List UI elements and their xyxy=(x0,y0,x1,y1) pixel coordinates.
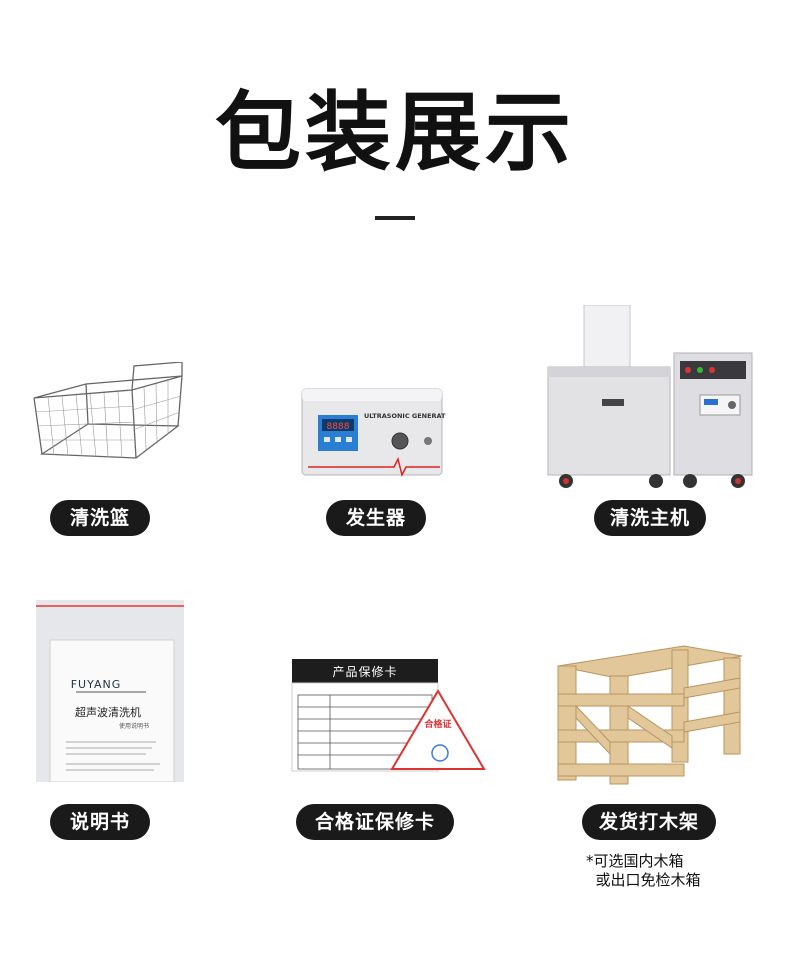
manual-title: 超声波清洗机 xyxy=(75,705,141,719)
generator-display: 8888 xyxy=(327,422,350,432)
crate-note: *可选国内木箱 或出口免检木箱 xyxy=(586,852,701,890)
cert-label: 合格证 xyxy=(424,718,451,730)
manual-subtitle: 使用说明书 xyxy=(119,722,149,730)
label-warranty-card: 合格证保修卡 xyxy=(296,804,454,840)
page-title: 包装展示 xyxy=(215,83,575,183)
crate-note-line-1: *可选国内木箱 xyxy=(586,852,684,870)
warranty-header: 产品保修卡 xyxy=(332,664,397,679)
manual-in-bag-image: FUYANG 超声波清洗机 使用说明书 xyxy=(36,600,184,783)
title-divider xyxy=(375,216,415,220)
label-manual: 说明书 xyxy=(50,804,150,840)
crate-note-line-2: 或出口免检木箱 xyxy=(586,871,701,889)
certificate-warranty-card-image: 产品保修卡 合格证 xyxy=(290,657,486,773)
label-wooden-crate: 发货打木架 xyxy=(582,804,716,840)
label-generator: 发生器 xyxy=(326,500,426,536)
label-cleaning-machine: 清洗主机 xyxy=(594,500,706,536)
wooden-crate-image xyxy=(552,636,748,786)
ultrasonic-generator-image: 8888 ULTRASONIC GENERATOR xyxy=(300,385,456,481)
wire-basket-image xyxy=(28,361,188,472)
manual-brand: FUYANG xyxy=(71,678,122,691)
cleaning-machine-image xyxy=(546,304,756,490)
label-wire-basket: 清洗篮 xyxy=(50,500,150,536)
generator-brand: ULTRASONIC GENERATOR xyxy=(364,412,446,420)
